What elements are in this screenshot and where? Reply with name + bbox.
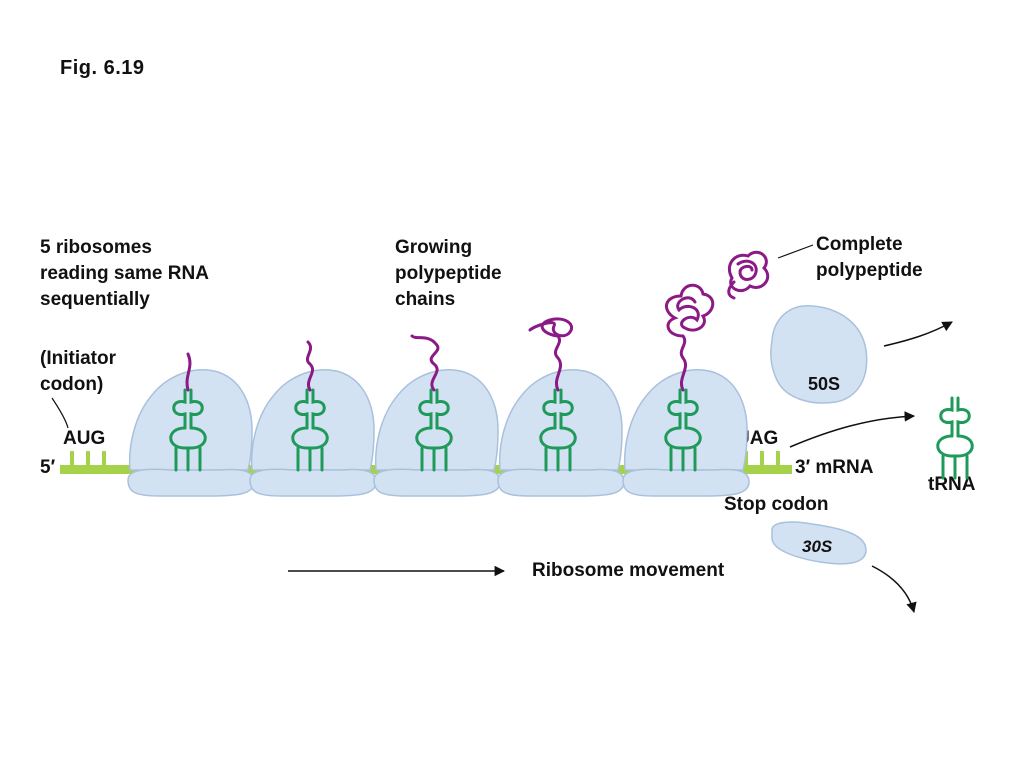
complete-polypeptide-leader <box>777 244 814 259</box>
growing-caption-line: polypeptide <box>395 263 502 284</box>
arrow-trna-release <box>789 411 916 448</box>
ribosome-movement-label: Ribosome movement <box>532 560 725 581</box>
small-subunit-30s <box>771 521 867 565</box>
arrow-30s-release <box>871 565 917 614</box>
figure-label: Fig. 6.19 <box>60 57 145 79</box>
growing-chains-caption: Growing polypeptide chains <box>395 235 502 313</box>
three-prime-mrna-label: 3′ mRNA <box>795 457 874 478</box>
trna-label: tRNA <box>928 474 976 495</box>
ribosome <box>249 340 377 497</box>
ribosome <box>622 283 750 497</box>
released-trna <box>936 396 974 480</box>
arrow-50s-release <box>883 321 953 347</box>
ribosome <box>127 352 255 497</box>
polypeptide-chain <box>305 340 315 392</box>
initiator-codon-caption: (Initiator codon) <box>40 346 116 398</box>
complete-polypeptide-caption: Complete polypeptide <box>816 232 923 284</box>
large-subunit-label: 50S <box>808 374 840 394</box>
large-subunit-50s <box>770 305 868 404</box>
complete-caption-line: polypeptide <box>816 260 923 281</box>
ribosomes-caption: 5 ribosomes reading same RNA sequentiall… <box>40 235 209 313</box>
initiator-leader-line <box>51 397 69 429</box>
initiator-caption-line: codon) <box>40 374 104 395</box>
polypeptide-chain <box>665 283 715 392</box>
polypeptide-chain <box>185 352 192 392</box>
aug-codon-ticks <box>70 451 106 467</box>
stop-codon-label: Stop codon <box>724 494 829 515</box>
ribosome <box>497 317 625 497</box>
aug-codon-label: AUG <box>63 428 106 449</box>
ribosomes-caption-line: reading same RNA <box>40 263 209 284</box>
uag-codon-ticks <box>744 451 780 467</box>
polypeptide-chain <box>528 317 573 392</box>
initiator-caption-line: (Initiator <box>40 348 116 369</box>
small-subunit-label: 30S <box>802 537 833 556</box>
ribosome <box>373 334 501 497</box>
growing-caption-line: chains <box>395 289 456 310</box>
five-prime-label: 5′ <box>40 457 56 478</box>
growing-caption-line: Growing <box>395 237 473 258</box>
complete-polypeptide <box>727 250 770 300</box>
complete-caption-line: Complete <box>816 234 903 255</box>
ribosomes-caption-line: 5 ribosomes <box>40 237 152 258</box>
polypeptide-chain <box>410 334 440 392</box>
ribosomes-caption-line: sequentially <box>40 289 150 310</box>
